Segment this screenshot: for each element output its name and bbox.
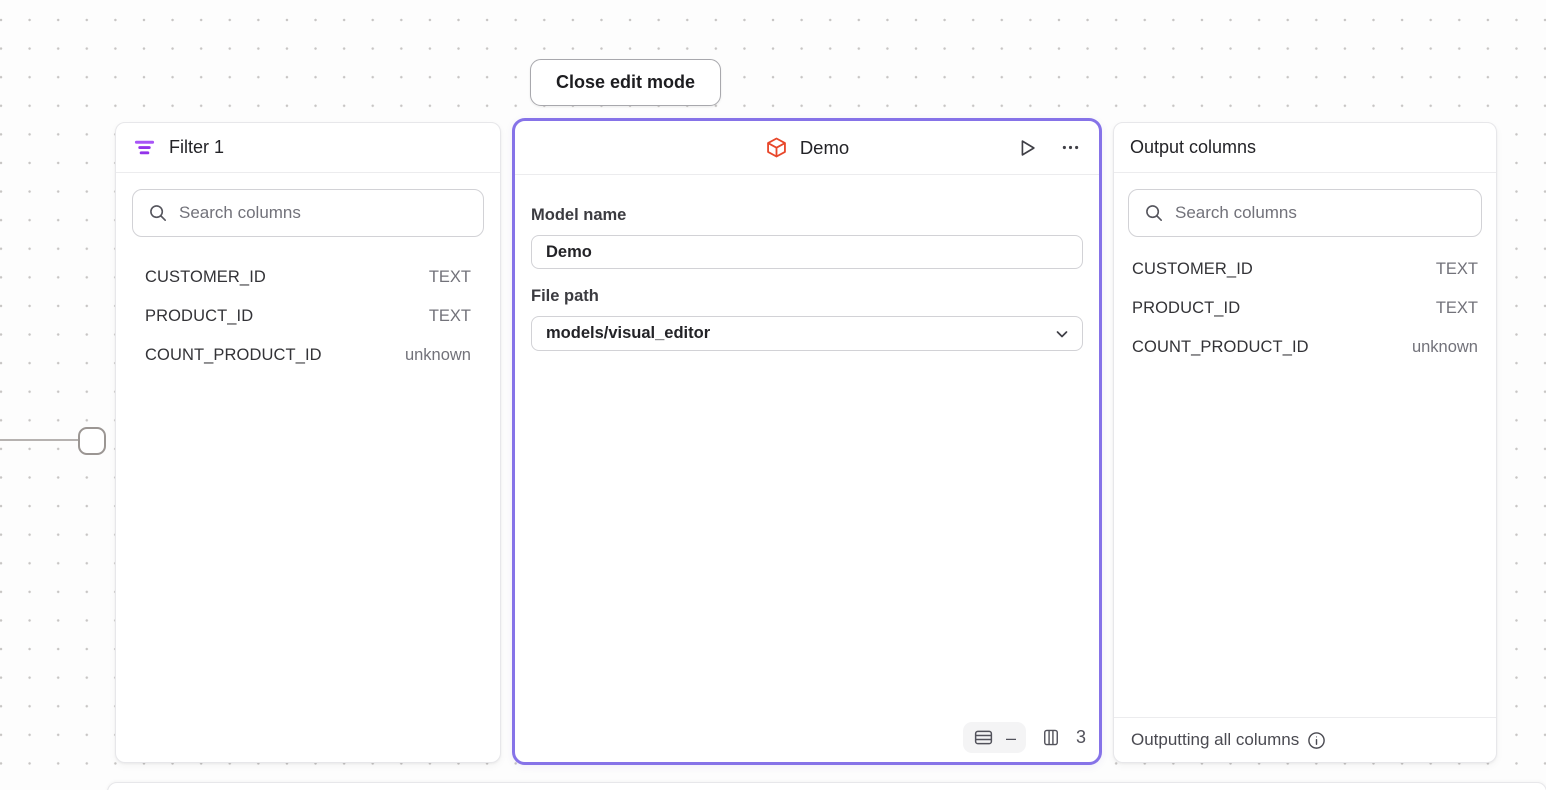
connection-edge: [0, 439, 79, 441]
output-panel-footer: Outputting all columns: [1114, 717, 1496, 762]
column-name: COUNT_PRODUCT_ID: [1132, 338, 1309, 356]
column-type: TEXT: [428, 307, 471, 325]
column-type: unknown: [404, 346, 471, 364]
filter-panel-header: Filter 1: [116, 123, 500, 173]
output-search-input[interactable]: [1175, 203, 1466, 223]
model-panel-header: Demo: [515, 121, 1099, 175]
filter-node-panel[interactable]: Filter 1 CUSTOMER_ID TEXT: [115, 122, 501, 763]
output-column-list: CUSTOMER_ID TEXT PRODUCT_ID TEXT COUNT_P…: [1128, 250, 1482, 367]
column-row[interactable]: PRODUCT_ID TEXT: [1128, 289, 1482, 328]
column-name: CUSTOMER_ID: [145, 268, 266, 286]
filter-search-box[interactable]: [132, 189, 484, 237]
output-footer-text: Outputting all columns: [1131, 730, 1300, 749]
info-icon[interactable]: [1307, 731, 1326, 750]
column-name: COUNT_PRODUCT_ID: [145, 346, 322, 364]
table-rows-icon: [973, 727, 994, 748]
column-row[interactable]: COUNT_PRODUCT_ID unknown: [132, 336, 484, 375]
filter-column-list: CUSTOMER_ID TEXT PRODUCT_ID TEXT COUNT_P…: [132, 258, 484, 375]
run-model-button[interactable]: [1014, 135, 1040, 161]
results-preview-panel[interactable]: [107, 782, 1546, 790]
chevron-down-icon: [1054, 326, 1070, 342]
column-row[interactable]: PRODUCT_ID TEXT: [132, 297, 484, 336]
search-icon: [148, 203, 168, 223]
file-path-select[interactable]: models/visual_editor: [531, 316, 1083, 351]
column-row[interactable]: COUNT_PRODUCT_ID unknown: [1128, 328, 1482, 367]
column-count-value: 3: [1075, 727, 1086, 747]
column-name: PRODUCT_ID: [145, 307, 254, 325]
model-cube-icon: [765, 136, 788, 159]
panel-title: Filter 1: [169, 137, 225, 157]
output-panel-header: Output columns: [1114, 123, 1496, 173]
column-type: TEXT: [1435, 299, 1478, 317]
close-edit-mode-button[interactable]: Close edit mode: [530, 59, 721, 106]
search-icon: [1144, 203, 1164, 223]
play-icon: [1016, 137, 1038, 159]
output-search-box[interactable]: [1128, 189, 1482, 237]
column-type: unknown: [1411, 338, 1478, 356]
more-options-button[interactable]: [1058, 135, 1083, 160]
file-path-label: File path: [531, 287, 599, 305]
connection-handle[interactable]: [78, 427, 106, 455]
column-name: PRODUCT_ID: [1132, 299, 1241, 317]
column-row[interactable]: CUSTOMER_ID TEXT: [132, 258, 484, 297]
file-path-value: models/visual_editor: [546, 324, 711, 342]
model-name-label: Model name: [531, 206, 627, 224]
column-type: TEXT: [428, 268, 471, 286]
filter-search-input[interactable]: [179, 203, 468, 223]
row-count-pill[interactable]: –: [962, 722, 1026, 753]
model-name-input[interactable]: [531, 235, 1083, 269]
model-node-panel[interactable]: Demo Mod: [512, 118, 1102, 765]
panel-title: Demo: [799, 136, 850, 158]
filter-icon: [133, 136, 156, 159]
column-name: CUSTOMER_ID: [1132, 260, 1253, 278]
column-type: TEXT: [1435, 260, 1478, 278]
row-count-value: –: [1005, 727, 1016, 748]
ellipsis-icon: [1060, 137, 1081, 158]
column-row[interactable]: CUSTOMER_ID TEXT: [1128, 250, 1482, 289]
model-stats-footer: – 3: [962, 722, 1086, 753]
panel-title: Output columns: [1130, 137, 1257, 157]
output-columns-panel[interactable]: Output columns CUSTOMER_ID TEXT: [1113, 122, 1497, 763]
table-columns-icon: [1041, 727, 1061, 748]
